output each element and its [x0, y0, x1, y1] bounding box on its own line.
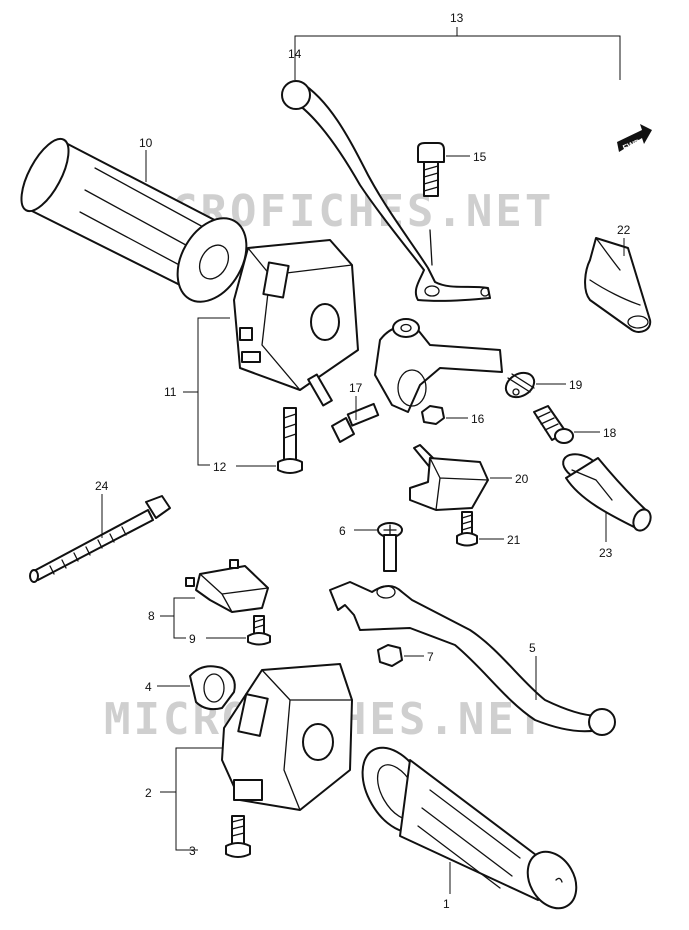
callout-3: 3: [189, 844, 196, 858]
svg-text:24: 24: [95, 479, 109, 493]
callout-21: 21: [479, 533, 521, 547]
callout-20: 20: [490, 472, 529, 486]
svg-text:22: 22: [617, 223, 631, 237]
cable-tie-24: [29, 495, 171, 583]
svg-text:16: 16: [471, 412, 485, 426]
collar-4: [189, 665, 236, 711]
callout-2: 2: [145, 747, 222, 851]
callout-13: 13: [294, 11, 621, 80]
callout-1: 1: [443, 862, 451, 911]
nut-7: [377, 644, 403, 667]
callout-4: 4: [145, 680, 190, 694]
svg-text:7: 7: [427, 650, 434, 664]
callout-18: 18: [574, 426, 617, 440]
callout-5: 5: [529, 641, 537, 700]
right-switch-housing: [221, 663, 353, 811]
svg-text:13: 13: [450, 11, 464, 25]
svg-text:19: 19: [569, 378, 583, 392]
svg-text:17: 17: [349, 381, 363, 395]
svg-text:3: 3: [189, 844, 196, 858]
adjuster-bolt-18: [533, 405, 574, 444]
bolt-17: [331, 402, 380, 443]
callout-16: 16: [446, 412, 485, 426]
callout-10: 10: [139, 136, 153, 182]
callout-14: 14: [288, 47, 302, 80]
brake-switch-8: [185, 559, 269, 613]
svg-text:21: 21: [507, 533, 521, 547]
svg-text:14: 14: [288, 47, 302, 61]
callout-24: 24: [95, 479, 109, 538]
svg-text:8: 8: [148, 609, 155, 623]
clutch-perch: [374, 318, 503, 413]
callout-8: 8: [148, 597, 195, 639]
svg-text:4: 4: [145, 680, 152, 694]
svg-text:5: 5: [529, 641, 536, 655]
svg-text:12: 12: [213, 460, 227, 474]
svg-text:2: 2: [145, 786, 152, 800]
callout-19: 19: [536, 378, 583, 392]
callout-11: 11: [164, 317, 230, 466]
svg-text:15: 15: [473, 150, 487, 164]
nut-16: [421, 405, 445, 425]
clutch-lever: [281, 80, 491, 302]
callout-12: 12: [213, 460, 276, 474]
clutch-switch-20: [409, 444, 489, 511]
callout-22: 22: [617, 223, 631, 256]
brake-lever: [329, 581, 616, 736]
fwd-arrow-icon: FWD: [617, 124, 652, 153]
screw-3: [225, 815, 251, 858]
screw-9: [247, 615, 271, 646]
svg-text:18: 18: [603, 426, 617, 440]
left-grip: [20, 137, 248, 303]
bolt-15: [417, 142, 445, 197]
svg-text:11: 11: [164, 385, 177, 399]
callout-23: 23: [599, 512, 613, 560]
callout-6: 6: [339, 524, 377, 538]
callout-15: 15: [446, 150, 487, 164]
left-switch-housing: [233, 239, 359, 407]
svg-text:9: 9: [189, 632, 196, 646]
svg-text:10: 10: [139, 136, 153, 150]
callout-7: 7: [404, 650, 434, 664]
callout-9: 9: [189, 632, 246, 646]
right-grip: [361, 746, 578, 910]
dust-cover-22: [584, 237, 652, 333]
boot-23: [562, 453, 652, 532]
adjuster-nut-19: [504, 371, 536, 399]
svg-text:6: 6: [339, 524, 346, 538]
svg-text:1: 1: [443, 897, 450, 911]
svg-text:23: 23: [599, 546, 613, 560]
screw-12: [277, 407, 303, 474]
svg-text:20: 20: [515, 472, 529, 486]
screw-21: [456, 511, 478, 547]
bolt-6: [377, 522, 403, 572]
callout-17: 17: [349, 381, 363, 420]
